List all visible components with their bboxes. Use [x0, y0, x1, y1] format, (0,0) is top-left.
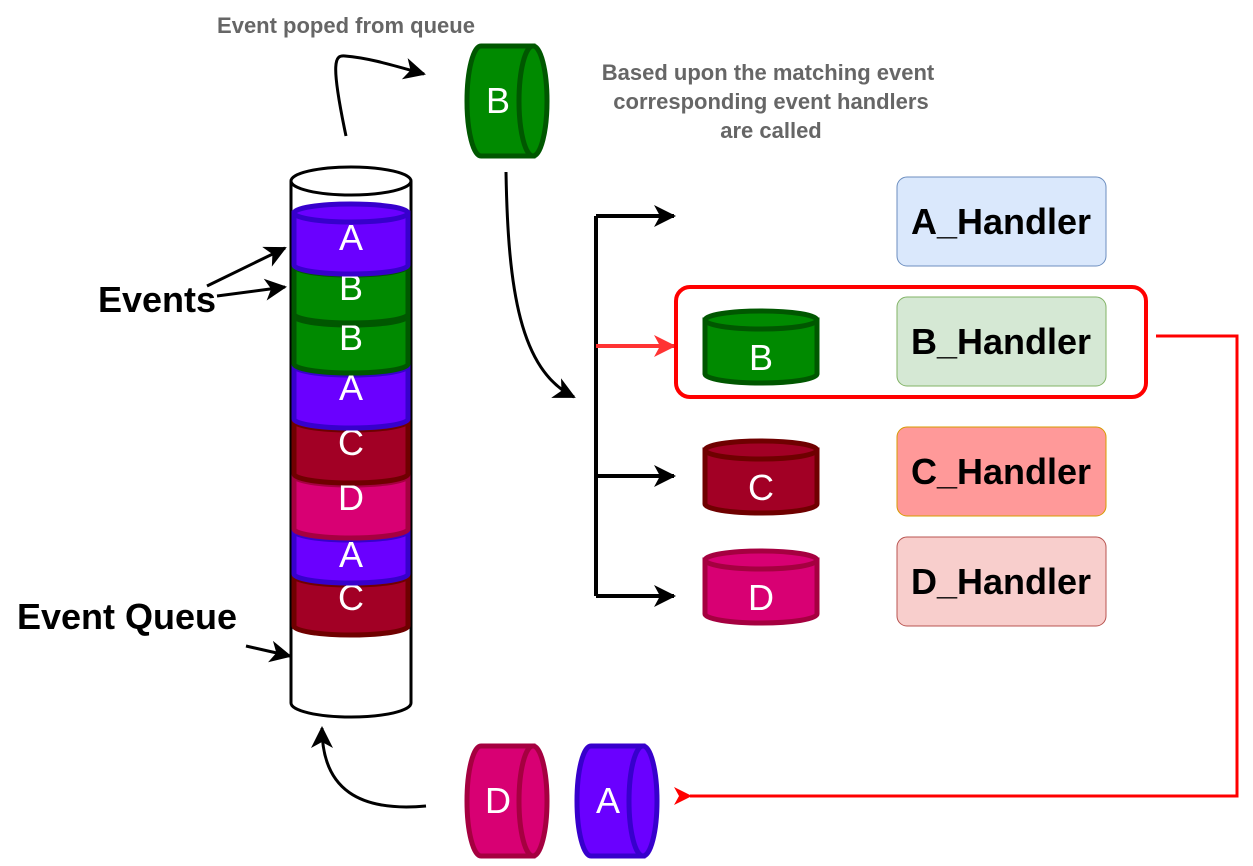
enqueue-arrow: [311, 726, 427, 809]
dispatched-event-d-label: D: [748, 577, 774, 618]
popped-caption: Event poped from queue: [217, 13, 475, 38]
handler-label: D_Handler: [911, 561, 1091, 602]
pop-arrow: [334, 54, 426, 137]
queue-event-1-label: A: [339, 217, 363, 258]
highlight-box: [674, 285, 1148, 399]
handler-c-handler: C_Handler: [896, 426, 1107, 517]
dispatched-event-b-label: B: [749, 337, 773, 378]
dispatched-event-d: D: [702, 548, 820, 626]
queue-arrow: [245, 640, 292, 663]
handler-label: A_Handler: [911, 201, 1091, 242]
popped-event: B: [464, 43, 550, 159]
note-line-2: corresponding event handlers: [613, 89, 928, 114]
dispatched-event-b: B: [702, 308, 820, 386]
event-queue-label: Event Queue: [17, 596, 237, 637]
dispatched-event-c-label: C: [748, 467, 774, 508]
incoming-event-a: A: [574, 743, 660, 859]
events-arrow-1: [206, 246, 287, 288]
dispatcher: [594, 205, 676, 607]
handler-b-handler: B_Handler: [896, 296, 1107, 387]
note-line-3: are called: [720, 118, 822, 143]
popped-event-label: B: [486, 80, 510, 121]
dispatch-arrow: [504, 171, 576, 399]
handler-label: B_Handler: [911, 321, 1091, 362]
note-line-1: Based upon the matching event: [602, 60, 935, 85]
dispatched-events: B C D: [702, 308, 820, 626]
queue-event-7-label: A: [339, 534, 363, 575]
handler-label: C_Handler: [911, 451, 1091, 492]
handler-d-handler: D_Handler: [896, 536, 1107, 627]
incoming-event-d-label: D: [485, 780, 511, 821]
incoming-event-d: D: [464, 743, 550, 859]
dispatched-event-c: C: [702, 438, 820, 516]
incoming-event-a-label: A: [596, 780, 620, 821]
events-label: Events: [98, 279, 216, 320]
queue-event-1: A: [291, 201, 411, 277]
return-arrow: [674, 334, 1239, 805]
popped-event-b: B: [464, 43, 550, 159]
handler-a-handler: A_Handler: [896, 176, 1107, 267]
events-arrow-2: [216, 278, 287, 301]
